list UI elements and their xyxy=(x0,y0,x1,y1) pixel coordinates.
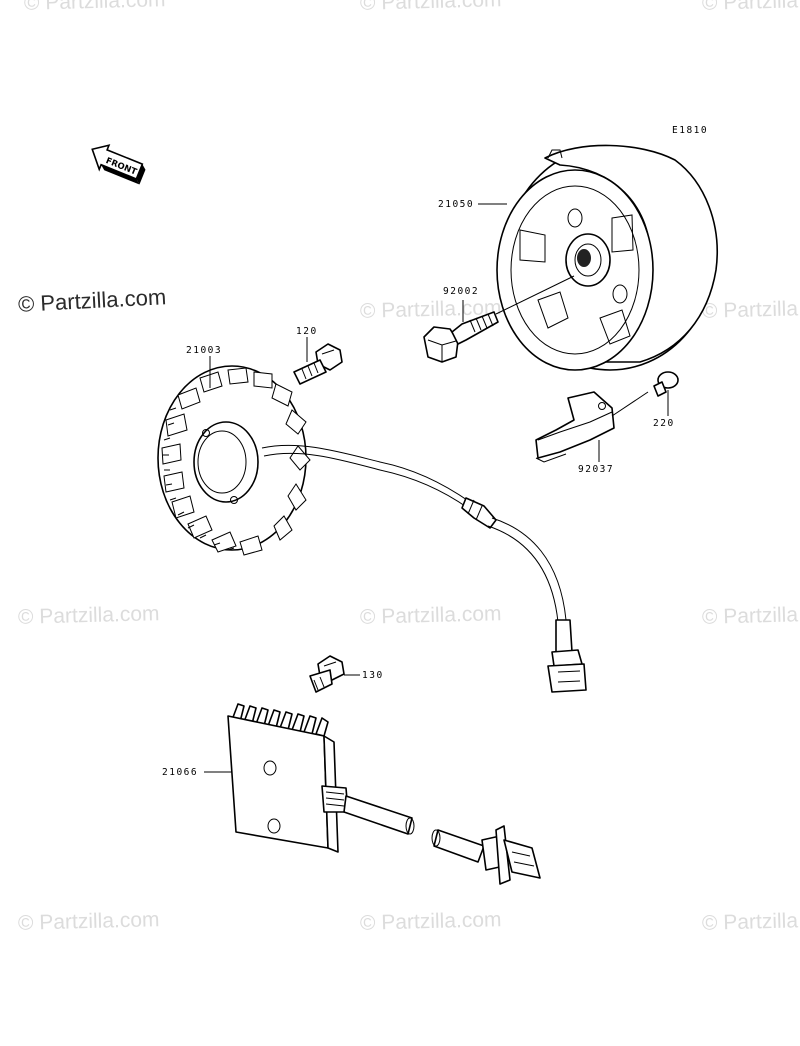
front-arrow-icon: FRONT xyxy=(91,144,146,185)
leader-line xyxy=(611,391,649,417)
part-number-92037: 92037 xyxy=(578,464,614,475)
part-number-92002: 92002 xyxy=(443,286,479,297)
wire-clamp-icon xyxy=(535,391,615,463)
clamp-screw-icon xyxy=(653,371,679,397)
flywheel-bolt-icon xyxy=(423,311,499,363)
regulator-rectifier-icon xyxy=(227,703,541,885)
part-number-220: 220 xyxy=(653,418,675,429)
stator-coil-icon xyxy=(157,365,311,556)
part-number-130: 130 xyxy=(362,670,384,681)
part-number-21050: 21050 xyxy=(438,199,474,210)
stator-wire-harness-icon xyxy=(261,444,587,693)
part-number-21066: 21066 xyxy=(162,767,198,778)
stator-bolt-icon xyxy=(293,343,343,385)
part-number-120: 120 xyxy=(296,326,318,337)
flywheel-rotor-icon xyxy=(496,144,718,371)
part-number-21003: 21003 xyxy=(186,345,222,356)
regulator-bolt-icon xyxy=(309,655,345,693)
diagram-code: E1810 xyxy=(672,125,708,136)
leader-line xyxy=(495,275,575,315)
